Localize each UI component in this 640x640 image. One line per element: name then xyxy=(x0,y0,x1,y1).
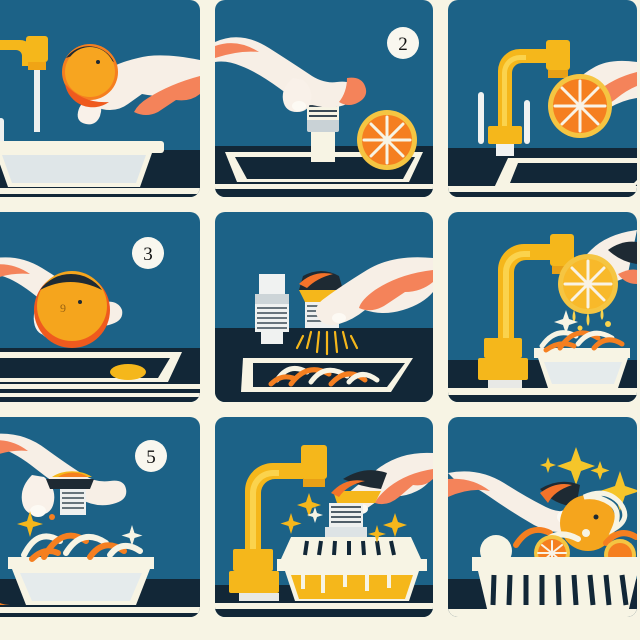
panel-7-artwork: 5 xyxy=(0,417,200,617)
panel-2-artwork: 2 xyxy=(215,0,433,197)
panel-grate-zest-into-sink xyxy=(215,212,433,402)
panel-shake-zest-into-bowl: 5 xyxy=(0,417,200,617)
panel-rinse-orange-under-faucet xyxy=(0,0,200,197)
panel-squeeze-citrus-over-bowl xyxy=(448,212,637,402)
panel-place-peels-in-draining-basket xyxy=(448,417,637,617)
badge-5-circle xyxy=(135,440,167,472)
panel-press-orange-on-zester: 2 xyxy=(215,0,433,197)
badge-3-circle xyxy=(132,237,164,269)
badge-2-label: 2 xyxy=(398,34,408,55)
badge-2-circle xyxy=(387,27,419,59)
panel-8-artwork xyxy=(215,417,433,617)
panel-hold-orange-slice-by-faucet xyxy=(448,0,637,197)
svg-text:9: 9 xyxy=(60,301,66,315)
badge-3-label: 3 xyxy=(143,244,153,265)
panel-4-artwork: 9 3 xyxy=(0,212,200,402)
panel-inspect-whole-orange: 9 3 xyxy=(0,212,200,402)
panel-6-artwork xyxy=(448,212,637,402)
panel-5-artwork xyxy=(215,212,433,402)
panel-9-artwork xyxy=(448,417,637,617)
panel-3-artwork xyxy=(448,0,637,197)
panel-wash-zester-under-faucet xyxy=(215,417,433,617)
badge-5-label: 5 xyxy=(146,447,156,468)
panel-1-artwork xyxy=(0,0,200,197)
